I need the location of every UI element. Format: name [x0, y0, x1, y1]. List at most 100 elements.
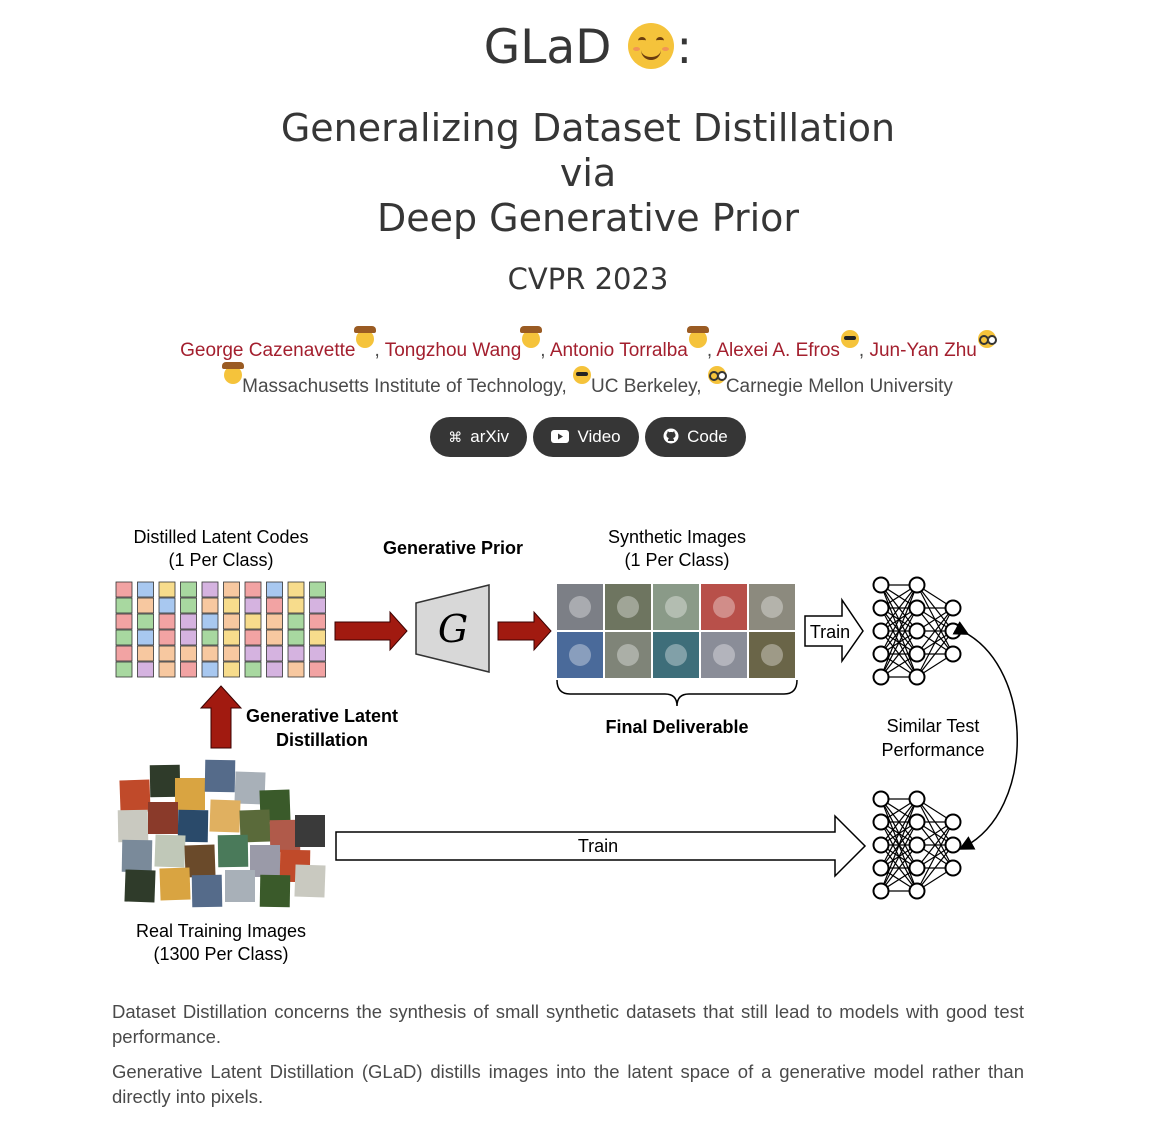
real-image-thumbnail	[225, 870, 255, 902]
red-arrow-to-synthetic	[497, 610, 552, 652]
latent-code-cell	[287, 613, 305, 630]
red-arrow-up	[199, 685, 243, 749]
video-button-label: Video	[577, 427, 621, 446]
author-link-cazenavette[interactable]: George Cazenavette	[180, 340, 356, 361]
generator-trapezoid	[415, 584, 490, 673]
network-node	[908, 599, 926, 617]
network-edge	[880, 844, 918, 892]
network-node	[872, 790, 890, 808]
latent-code-cell	[137, 613, 154, 630]
cowboy-hat-emoji-icon	[354, 326, 377, 348]
arxiv-button[interactable]: ⌘arXiv	[430, 417, 527, 457]
latent-code-cell	[223, 661, 240, 678]
page-title: GLaD :	[0, 18, 1176, 78]
network-edge	[880, 821, 918, 892]
real-image-thumbnail	[191, 874, 223, 908]
network-node	[872, 576, 890, 594]
network-node	[908, 859, 926, 877]
network-edge	[880, 584, 918, 678]
author-link-torralba[interactable]: Antonio Torralba	[549, 340, 688, 361]
synthetic-image-thumbnail	[653, 584, 699, 630]
real-image-thumbnail	[148, 802, 178, 834]
network-edge	[880, 798, 918, 869]
link-buttons: ⌘arXiv Video Code	[0, 417, 1176, 457]
youtube-icon	[551, 417, 570, 457]
author-link-efros[interactable]: Alexei A. Efros	[716, 340, 840, 361]
train-label-top: Train	[810, 622, 850, 642]
real-image-thumbnail	[269, 819, 301, 853]
network-node	[872, 599, 890, 617]
subtitle-line-2: via	[559, 151, 617, 195]
synthetic-image-thumbnail	[749, 632, 795, 678]
real-image-thumbnail	[234, 771, 266, 805]
network-node	[944, 813, 962, 831]
network-edge	[880, 630, 918, 678]
latent-code-cell	[266, 597, 283, 614]
network-edge	[916, 844, 954, 892]
synthetic-image-thumbnail	[701, 584, 747, 630]
synthetic-image-highlight	[569, 596, 591, 618]
latent-code-cell	[309, 613, 326, 630]
latent-code-cell	[137, 581, 154, 598]
latent-code-cell	[266, 613, 283, 630]
latent-code-cell	[115, 629, 133, 646]
real-image-thumbnail	[117, 809, 149, 843]
latent-code-cell	[309, 645, 326, 662]
real-image-thumbnail	[154, 834, 186, 868]
code-button[interactable]: Code	[645, 417, 746, 457]
disguise-emoji-icon	[977, 330, 996, 348]
real-image-thumbnail	[177, 809, 209, 843]
network-edge	[880, 584, 918, 632]
latent-code-cell	[180, 581, 197, 598]
network-node	[872, 622, 890, 640]
latent-code-cell	[266, 661, 283, 678]
distilled-codes-label-2: (1 Per Class)	[168, 550, 273, 570]
description-paragraph-1: Dataset Distillation concerns the synthe…	[112, 1001, 1024, 1047]
author-link-zhu[interactable]: Jun-Yan Zhu	[869, 340, 977, 361]
latent-code-cell	[137, 645, 154, 662]
affiliation-list: Massachusetts Institute of Technology, U…	[0, 362, 1176, 398]
latent-code-cell	[115, 581, 133, 598]
latent-code-cell	[180, 661, 197, 678]
author-link-wang[interactable]: Tongzhou Wang	[384, 340, 522, 361]
real-image-thumbnail	[204, 759, 236, 793]
cowboy-hat-emoji-icon	[686, 326, 709, 348]
smiling-face-emoji-icon	[628, 23, 675, 69]
deliverable-brace	[556, 679, 798, 707]
real-image-thumbnail	[159, 867, 191, 901]
real-image-thumbnail	[175, 778, 205, 810]
glad-method-figure: Distilled Latent Codes (1 Per Class) Gen…	[115, 527, 1018, 964]
latent-code-cell	[223, 581, 240, 598]
network-node	[944, 622, 962, 640]
network-edge	[880, 798, 918, 846]
synthetic-image-thumbnail	[557, 632, 603, 678]
real-image-thumbnail	[184, 844, 216, 878]
synthetic-images-label-2: (1 Per Class)	[624, 550, 729, 570]
neural-network-bottom	[872, 790, 962, 900]
real-image-thumbnail	[259, 874, 291, 908]
synthetic-image-highlight	[713, 644, 735, 666]
affiliation-cmu: Carnegie Mellon University	[725, 376, 953, 397]
latent-code-cell	[158, 581, 176, 598]
synthetic-image-thumbnail	[749, 584, 795, 630]
real-images-label-2: (1300 Per Class)	[153, 944, 288, 964]
latent-code-cell	[137, 629, 154, 646]
affiliation-berkeley: UC Berkeley,	[591, 376, 702, 397]
network-node	[944, 836, 962, 854]
latent-code-cell	[287, 661, 305, 678]
latent-code-cell	[201, 645, 219, 662]
latent-code-cell	[244, 597, 262, 614]
latent-code-cell	[266, 581, 283, 598]
latent-code-cell	[180, 629, 197, 646]
real-images-collage	[117, 759, 326, 908]
latent-code-cell	[309, 581, 326, 598]
real-image-thumbnail	[121, 839, 153, 873]
latent-code-cell	[244, 645, 262, 662]
latent-code-cell	[244, 613, 262, 630]
latent-code-cell	[309, 597, 326, 614]
latent-code-cell	[266, 629, 283, 646]
generator-symbol: G	[438, 607, 468, 651]
train-arrow-top	[804, 597, 864, 664]
real-images-label-1: Real Training Images	[136, 921, 306, 941]
video-button[interactable]: Video	[533, 417, 639, 457]
